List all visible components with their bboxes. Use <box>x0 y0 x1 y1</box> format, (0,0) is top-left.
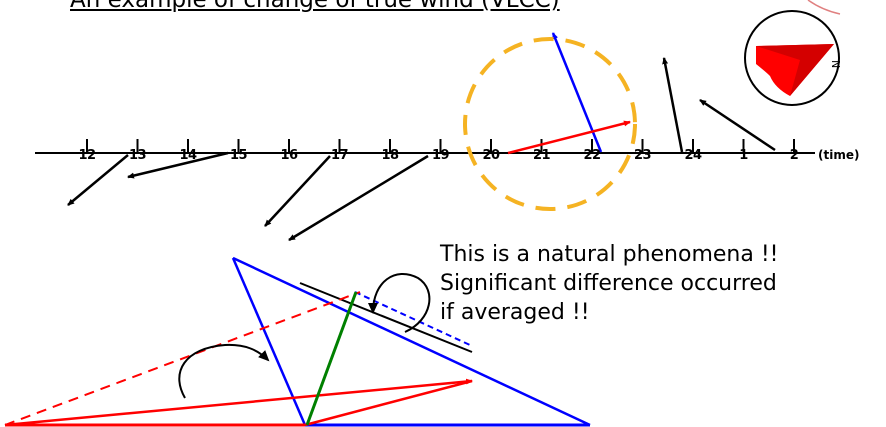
timeline-tick-label: 1 <box>739 148 748 163</box>
vector-triangle <box>4 256 591 427</box>
rotation-arrow-icon <box>178 343 270 399</box>
timeline-tick-label: 17 <box>330 148 349 163</box>
timeline-tick-label: 22 <box>583 148 601 163</box>
timeline-tick-label: 14 <box>179 148 197 163</box>
north-compass-icon: N <box>744 10 842 106</box>
timeline-tick-label: 12 <box>78 148 96 163</box>
timeline-tick-label: 21 <box>532 148 551 163</box>
wind-vector-12 <box>67 154 129 206</box>
timeline-tick-label: 18 <box>381 148 399 163</box>
note-line-3: if averaged !! <box>440 300 590 325</box>
timeline-tick-label: 20 <box>482 148 500 163</box>
badge-ring-arc <box>807 0 841 15</box>
rotation-arrow-icon <box>368 273 431 333</box>
page-title: An example of change of true wind (VLCC) <box>70 0 560 13</box>
timeline-ticks <box>86 139 795 153</box>
focus-circle <box>463 37 637 211</box>
wind-vector-2 <box>699 98 776 152</box>
timeline-tick-label: 2 <box>789 148 799 163</box>
wind-vector-18 <box>288 154 429 242</box>
note-line-1: This is a natural phenomena !! <box>440 242 779 267</box>
timeline-tick-label: 24 <box>684 148 702 163</box>
timeline-unit-label: (time) <box>818 148 860 162</box>
blue-wind-vector <box>551 32 603 153</box>
wind-vectors <box>67 57 776 242</box>
note-line-2: Significant difference occurred <box>440 271 777 296</box>
timeline-tick-label: 19 <box>431 148 450 163</box>
wind-vector-13 <box>127 151 229 179</box>
timeline-tick-label: 16 <box>280 148 298 163</box>
wind-vector-24 <box>662 57 684 153</box>
timeline-tick-label: 13 <box>128 148 147 163</box>
red-wind-vector <box>507 120 631 155</box>
compass-north-letter: N <box>829 60 842 68</box>
timeline-tick-label: 23 <box>633 148 652 163</box>
wind-vector-16 <box>264 155 331 227</box>
timeline-tick-label: 15 <box>229 148 248 163</box>
